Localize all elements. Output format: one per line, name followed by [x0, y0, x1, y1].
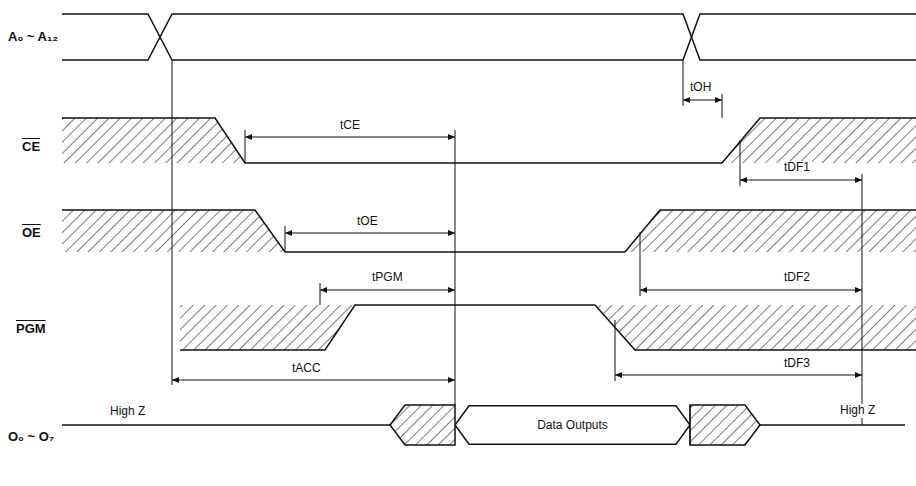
- signal-name: OE: [20, 226, 43, 241]
- data-valid-window: Data Outputs: [455, 405, 690, 445]
- timing-parameter: tOE: [355, 215, 380, 229]
- timing-parameter: tDF2: [782, 271, 812, 285]
- state-label: High Z: [838, 404, 877, 418]
- signal-name: A₀ ~ A₁₂: [6, 30, 60, 45]
- signal-name: PGM: [14, 322, 48, 337]
- timing-parameter: tACC: [290, 362, 323, 376]
- signal-name: CE: [20, 140, 42, 155]
- timing-parameter: tDF3: [782, 357, 812, 371]
- signal-name: O₀ ~ O₇: [6, 430, 56, 445]
- timing-parameter: tDF1: [782, 161, 812, 175]
- timing-parameter: tOH: [688, 81, 713, 95]
- node-text: Data Outputs: [455, 418, 690, 432]
- timing-parameter: tPGM: [370, 271, 405, 285]
- state-label: High Z: [108, 405, 147, 419]
- timing-parameter: tCE: [338, 119, 362, 133]
